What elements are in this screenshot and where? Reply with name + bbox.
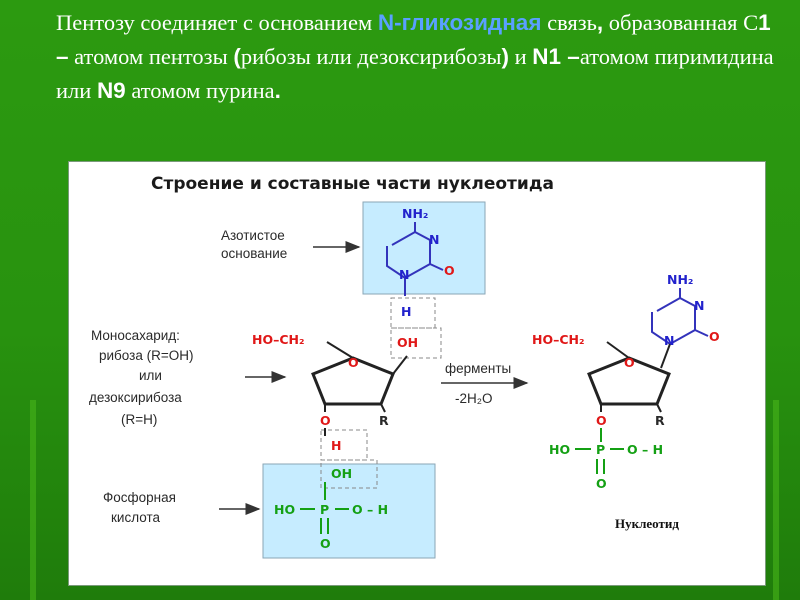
n-label: N [694,298,704,313]
sugar-label-1: Моносахарид: [91,328,180,343]
h-lower-dashed-box [320,429,368,461]
o-label: O [320,413,331,428]
ring-o-label: O [348,355,359,370]
ho-ch2-label: HO–CH₂ [252,332,304,347]
o-h-label: O – H [627,442,663,457]
intro-bold: , [596,10,604,35]
background-stripe-left [30,400,36,600]
sugar-label-5: (R=H) [121,412,157,427]
intro-bold: . [274,78,281,104]
sugar-label-2: рибоза (R=OH) [99,348,193,363]
diagram-panel: Строение и составные части нуклеотида NH… [68,161,766,586]
ribose-left: HO–CH₂ O O R [252,332,408,436]
n-label: N [664,333,674,348]
water-label: -2H₂O [455,391,493,406]
base-label-1: Азотистое [221,228,285,243]
sugar-label-4: дезоксирибоза [89,390,182,405]
ring-o-label: O [624,355,635,370]
oh-dashed-box [390,327,442,359]
base-label-2: основание [221,246,287,261]
intro-text: Пентозу соединяет с основанием N-гликози… [56,6,776,109]
o-label: O [444,263,455,278]
intro-part: атомом пурина [125,78,275,104]
n-label: N [429,232,439,247]
oh-label: OH [397,335,418,350]
oh-lower-dashed-box [320,459,378,489]
ho-ch2-label: HO–CH₂ [532,332,584,347]
cytosine-left: NH₂ N N O [386,206,455,296]
ribose-right: HO–CH₂ O O R [532,332,671,442]
h-dashed-box [390,297,436,329]
intro-bold: N1 – [532,44,580,70]
phosphate-label-2: кислота [111,510,160,525]
intro-part: рибозы или дезоксирибозы [240,44,502,70]
sugar-label-3: или [139,368,162,383]
diagram-title: Строение и составные части нуклеотида [151,174,554,194]
h-label: H [401,304,411,319]
background-stripe-right [773,400,779,600]
intro-part: атомом пентозы [68,44,234,70]
intro-bold: ) [501,44,509,70]
ho-label: HO [274,502,295,517]
oh-phosphate-label: OH [331,466,352,481]
nh2-label: NH₂ [402,206,428,221]
o-label: O [320,536,331,551]
intro-part: образованная С [603,10,759,35]
nucleotide-diagram: Строение и составные части нуклеотида NH… [89,174,720,559]
intro-part: Пентозу соединяет с основанием [56,10,378,35]
o-label: O [596,413,607,428]
o-label: O [709,329,720,344]
intro-part: атомом пиримидина или [56,44,774,104]
phosphate-label-1: Фосфорная [103,490,176,505]
p-label: P [320,502,329,517]
result-label: Нуклеотид [615,516,679,531]
r-label: R [655,413,665,428]
intro-part: и [508,44,533,70]
p-label: P [596,442,605,457]
base-box [362,201,486,295]
intro-bold: 1 – [56,10,771,70]
cytosine-right: NH₂ N N O [651,272,720,369]
phosphate-box [262,463,436,559]
ho-label: HO [549,442,570,457]
nh2-label: NH₂ [667,272,693,287]
intro-part: связь [541,10,597,35]
intro-bold: N9 [96,78,126,104]
h-lower-label: H [331,438,341,453]
n-label: N [399,267,409,282]
phosphate-left: HO P O – H O [274,482,388,551]
phosphate-right: HO P O – H O [549,442,663,491]
r-label: R [379,413,389,428]
intro-highlight: N-гликозидная [377,10,542,35]
enzymes-label: ферменты [445,361,511,376]
intro-bold: ( [233,44,241,70]
o-label: O [596,476,607,491]
o-h-label: O – H [352,502,388,517]
